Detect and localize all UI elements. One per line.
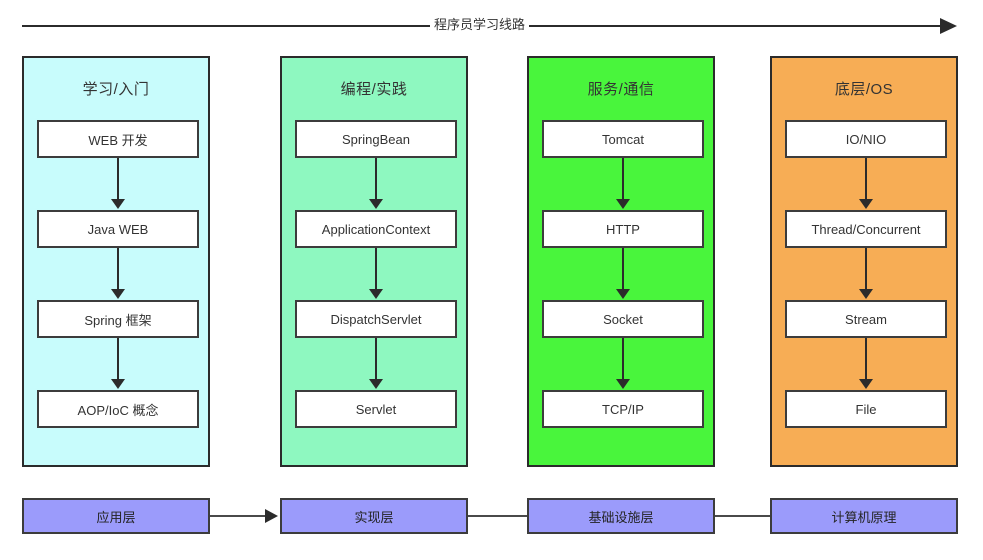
flow-node[interactable]: HTTP: [542, 210, 704, 248]
arrow-down-icon: [616, 199, 630, 209]
node-connector-arrow: [111, 158, 125, 209]
node-connector-arrow: [369, 248, 383, 299]
layer-connector: [715, 515, 770, 517]
arrow-down-icon: [859, 379, 873, 389]
node-connector-arrow: [369, 338, 383, 389]
layer-box[interactable]: 计算机原理: [770, 498, 958, 534]
arrow-down-icon: [616, 289, 630, 299]
arrow-right-icon: [940, 18, 957, 34]
flow-node[interactable]: DispatchServlet: [295, 300, 457, 338]
flow-node[interactable]: Java WEB: [37, 210, 199, 248]
flow-node[interactable]: IO/NIO: [785, 120, 947, 158]
flow-node[interactable]: SpringBean: [295, 120, 457, 158]
layer-box[interactable]: 基础设施层: [527, 498, 715, 534]
layer-connector: [210, 509, 278, 523]
top-flow-arrow: 程序员学习线路: [0, 0, 983, 50]
flow-node[interactable]: ApplicationContext: [295, 210, 457, 248]
stage-column-title: 底层/OS: [834, 81, 894, 98]
arrow-down-icon: [369, 199, 383, 209]
arrow-down-icon: [616, 379, 630, 389]
flow-node[interactable]: WEB 开发: [37, 120, 199, 158]
node-connector-arrow: [616, 248, 630, 299]
arrow-right-icon: [265, 509, 278, 523]
node-connector-arrow: [616, 338, 630, 389]
layer-connector: [468, 515, 527, 517]
arrow-down-icon: [859, 289, 873, 299]
arrow-down-icon: [369, 289, 383, 299]
arrow-down-icon: [111, 379, 125, 389]
node-connector-arrow: [111, 248, 125, 299]
flow-node[interactable]: File: [785, 390, 947, 428]
flow-node[interactable]: Servlet: [295, 390, 457, 428]
arrow-down-icon: [111, 289, 125, 299]
node-connector-arrow: [111, 338, 125, 389]
arrow-down-icon: [859, 199, 873, 209]
arrow-down-icon: [111, 199, 125, 209]
node-connector-arrow: [369, 158, 383, 209]
flow-node[interactable]: Tomcat: [542, 120, 704, 158]
node-connector-arrow: [616, 158, 630, 209]
node-connector-arrow: [859, 158, 873, 209]
flow-node[interactable]: Spring 框架: [37, 300, 199, 338]
stage-column-title: 服务/通信: [587, 81, 655, 98]
flow-node[interactable]: Stream: [785, 300, 947, 338]
stage-column-learning[interactable]: 学习/入门 WEB 开发 Java WEB Spring 框架 AOP/IoC …: [22, 56, 210, 467]
node-connector-arrow: [859, 338, 873, 389]
stage-column-programming[interactable]: 编程/实践 SpringBean ApplicationContext Disp…: [280, 56, 468, 467]
layer-row: 应用层 实现层 基础设施层 计算机原理: [0, 495, 983, 545]
flow-node[interactable]: AOP/IoC 概念: [37, 390, 199, 428]
stage-column-os[interactable]: 底层/OS IO/NIO Thread/Concurrent Stream Fi…: [770, 56, 958, 467]
layer-box[interactable]: 实现层: [280, 498, 468, 534]
stage-column-service[interactable]: 服务/通信 Tomcat HTTP Socket TCP/IP: [527, 56, 715, 467]
stage-column-title: 编程/实践: [340, 81, 408, 98]
flow-node[interactable]: Thread/Concurrent: [785, 210, 947, 248]
flow-node[interactable]: Socket: [542, 300, 704, 338]
node-connector-arrow: [859, 248, 873, 299]
stage-column-title: 学习/入门: [82, 81, 150, 98]
layer-box[interactable]: 应用层: [22, 498, 210, 534]
arrow-down-icon: [369, 379, 383, 389]
top-flow-label: 程序员学习线路: [430, 14, 530, 36]
flow-node[interactable]: TCP/IP: [542, 390, 704, 428]
